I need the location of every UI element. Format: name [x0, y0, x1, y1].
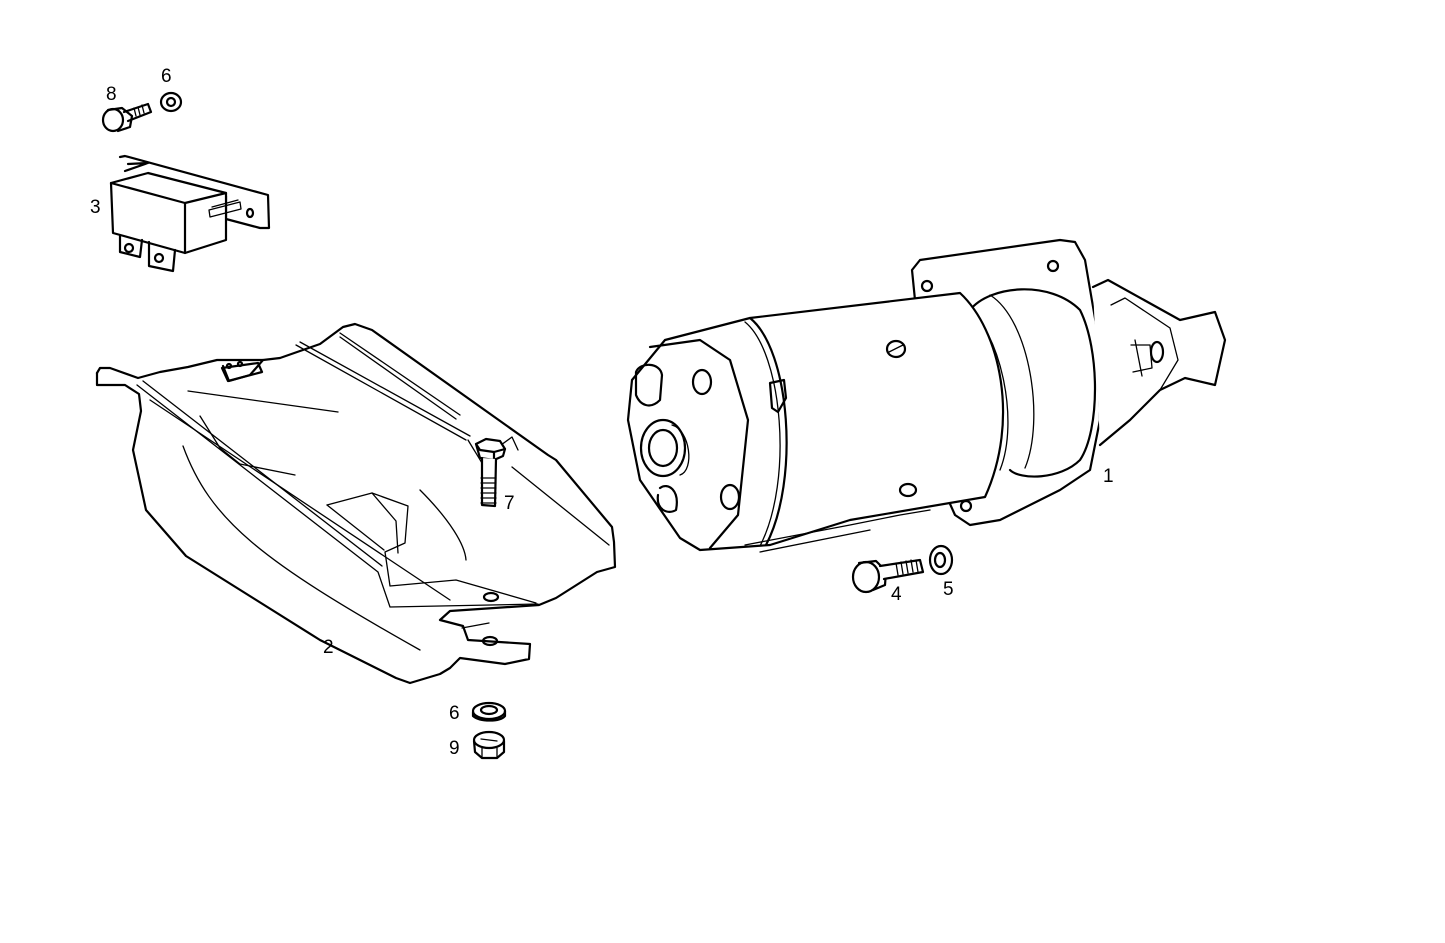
callout-2-heat-shield: 2 — [323, 637, 334, 658]
callout-7-bolt: 7 — [504, 493, 515, 514]
callout-6-washer-top: 6 — [161, 66, 172, 87]
callout-3-relay: 3 — [90, 197, 101, 218]
callout-5-washer: 5 — [943, 579, 954, 600]
callout-9-nut: 9 — [449, 738, 460, 759]
callout-1-starter-motor: 1 — [1103, 466, 1114, 487]
callout-4-bolt: 4 — [891, 584, 902, 605]
callout-8-bolt: 8 — [106, 84, 117, 105]
callout-6-washer-bottom: 6 — [449, 703, 460, 724]
